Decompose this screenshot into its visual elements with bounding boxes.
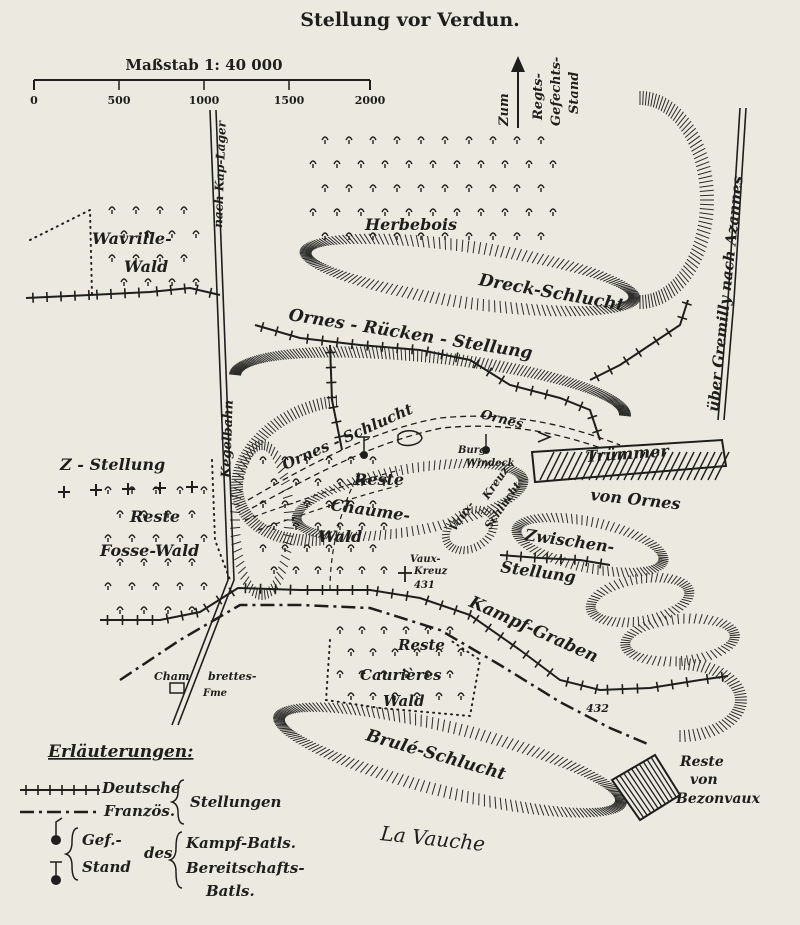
scale-tick-500: 500 [108, 94, 131, 107]
scale-tick-2000: 2000 [355, 94, 386, 107]
label-fosse-wald: Fosse-Wald [99, 541, 199, 560]
legend-franzoes: Französ. [103, 802, 175, 820]
label-brettes: brettes- [208, 670, 257, 683]
label-gremilly: über Gremilly nach Azannes [704, 174, 747, 412]
legend-bereitschafts: Bereitschafts- [185, 859, 305, 877]
legend-stand: Stand [82, 858, 131, 876]
legend: Erläuterungen: Deutsche Französ. Stellun… [20, 742, 305, 900]
label-herbebois: Herbebois [364, 215, 457, 234]
label-wavrille-wald: Wald [124, 257, 168, 276]
legend-heading: Erläuterungen: [47, 742, 193, 762]
label-stand: Stand [567, 72, 582, 114]
label-vaux-kreuz-schlucht-1: Vaux- [447, 498, 477, 533]
scale-tick-1000: 1000 [189, 94, 220, 107]
label-reste-chaume: Reste [353, 470, 404, 489]
label-zum: Zum [497, 93, 512, 127]
label-fme: Fme [202, 688, 227, 699]
label-bezonvaux: Bezonvaux [675, 791, 761, 807]
legend-deutsche: Deutsche [101, 779, 180, 797]
label-chaume-wald: Wald [318, 527, 362, 546]
label-vaux-kreuz-431-1: Vaux- [410, 554, 441, 565]
label-reste-caurieres: Reste [397, 636, 445, 654]
label-windeck: Windeck [466, 458, 515, 469]
label-ornes-schlucht: Ornes - Schlucht [279, 400, 415, 474]
label-chaume: Chaume- [329, 495, 411, 525]
label-cham: Cham [154, 670, 190, 683]
legend-kampf-batls: Kampf-Batls. [185, 834, 296, 852]
legend-des: des [144, 844, 173, 862]
label-regts: Regts- [531, 73, 546, 121]
legend-brace-2 [66, 828, 78, 880]
label-gefechts: Gefechts- [549, 57, 564, 126]
label-wavrille: Wavrille- [92, 229, 172, 248]
label-reste-fosse: Reste [129, 507, 180, 526]
label-von-ornes: von Ornes [590, 485, 682, 513]
legend-bereitschafts-post-symbol [50, 862, 62, 885]
scale-bar: Maßstab 1: 40 000 0 500 1000 1500 2000 [30, 56, 385, 107]
label-z-stellung: Z - Stellung [59, 455, 165, 474]
label-von-bezonvaux: von [690, 772, 718, 788]
label-caurieres-wald: Wald [383, 692, 425, 710]
scale-tick-1500: 1500 [274, 94, 305, 107]
legend-batls: Batls. [205, 882, 255, 900]
label-ornes-stream: Ornes [479, 407, 525, 432]
label-kegelbahn: Kegelbahn [219, 400, 237, 479]
chambrettes-farm [170, 683, 184, 693]
legend-german-line-sample [20, 785, 100, 795]
label-vaux-kreuz-431-3: 431 [414, 580, 435, 591]
scale-label: Maßstab 1: 40 000 [125, 56, 282, 74]
legend-gef: Gef.- [82, 831, 122, 849]
legend-brace-3 [170, 832, 182, 888]
label-vaux-kreuz-431-2: Kreuz [413, 566, 448, 577]
roads [172, 108, 746, 725]
label-ornes-ruecken: Ornes - Rücken - Stellung [287, 305, 534, 363]
legend-kampf-post-symbol [51, 818, 62, 845]
vaux-kreuz-cross [398, 566, 412, 582]
scale-tick-0: 0 [30, 94, 38, 107]
label-la-vauche: La Vauche [378, 821, 486, 856]
map-title: Stellung vor Verdun. [300, 9, 520, 31]
label-elevation-432: 432 [586, 702, 609, 715]
label-kap-lager: nach Kap-Lager [211, 119, 229, 228]
legend-stellungen: Stellungen [190, 793, 281, 811]
label-zwischen-stellung: Stellung [499, 557, 577, 586]
label-dreck-schlucht: Dreck-Schlucht [476, 270, 626, 315]
label-reste-bezonvaux: Reste [679, 754, 724, 770]
regts-stand-arrow [511, 56, 525, 128]
label-burg: Burg [457, 445, 486, 456]
wavrille-outline [30, 210, 92, 295]
label-caurieres: Caurières [360, 666, 442, 684]
bezonvaux-block [612, 755, 680, 820]
